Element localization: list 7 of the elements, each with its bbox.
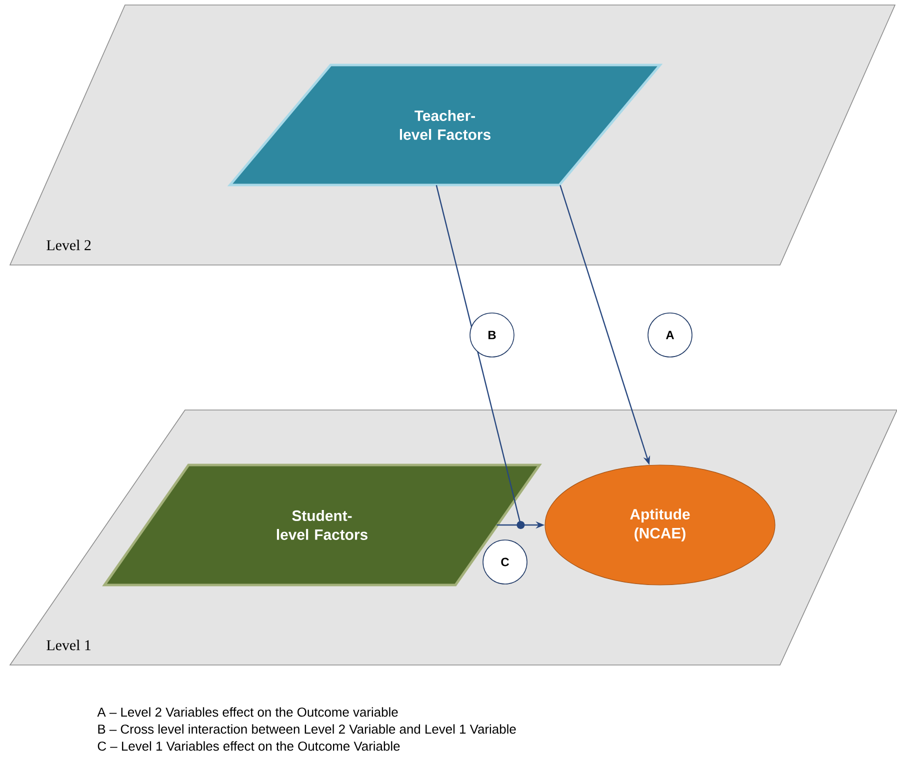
arrow <box>436 185 525 529</box>
edge-label: B <box>470 312 514 358</box>
legend-note: A – Level 2 Variables effect on the Outcome variable <box>97 707 398 717</box>
legend-note: B – Cross level interaction between Level 2 Variable and Level 1 Variable <box>98 724 516 734</box>
edge-label: A <box>648 312 692 358</box>
edge-label: C <box>482 540 528 584</box>
legend-note: C – Level 1 Variables effect on the Outcome Variable <box>98 741 400 751</box>
